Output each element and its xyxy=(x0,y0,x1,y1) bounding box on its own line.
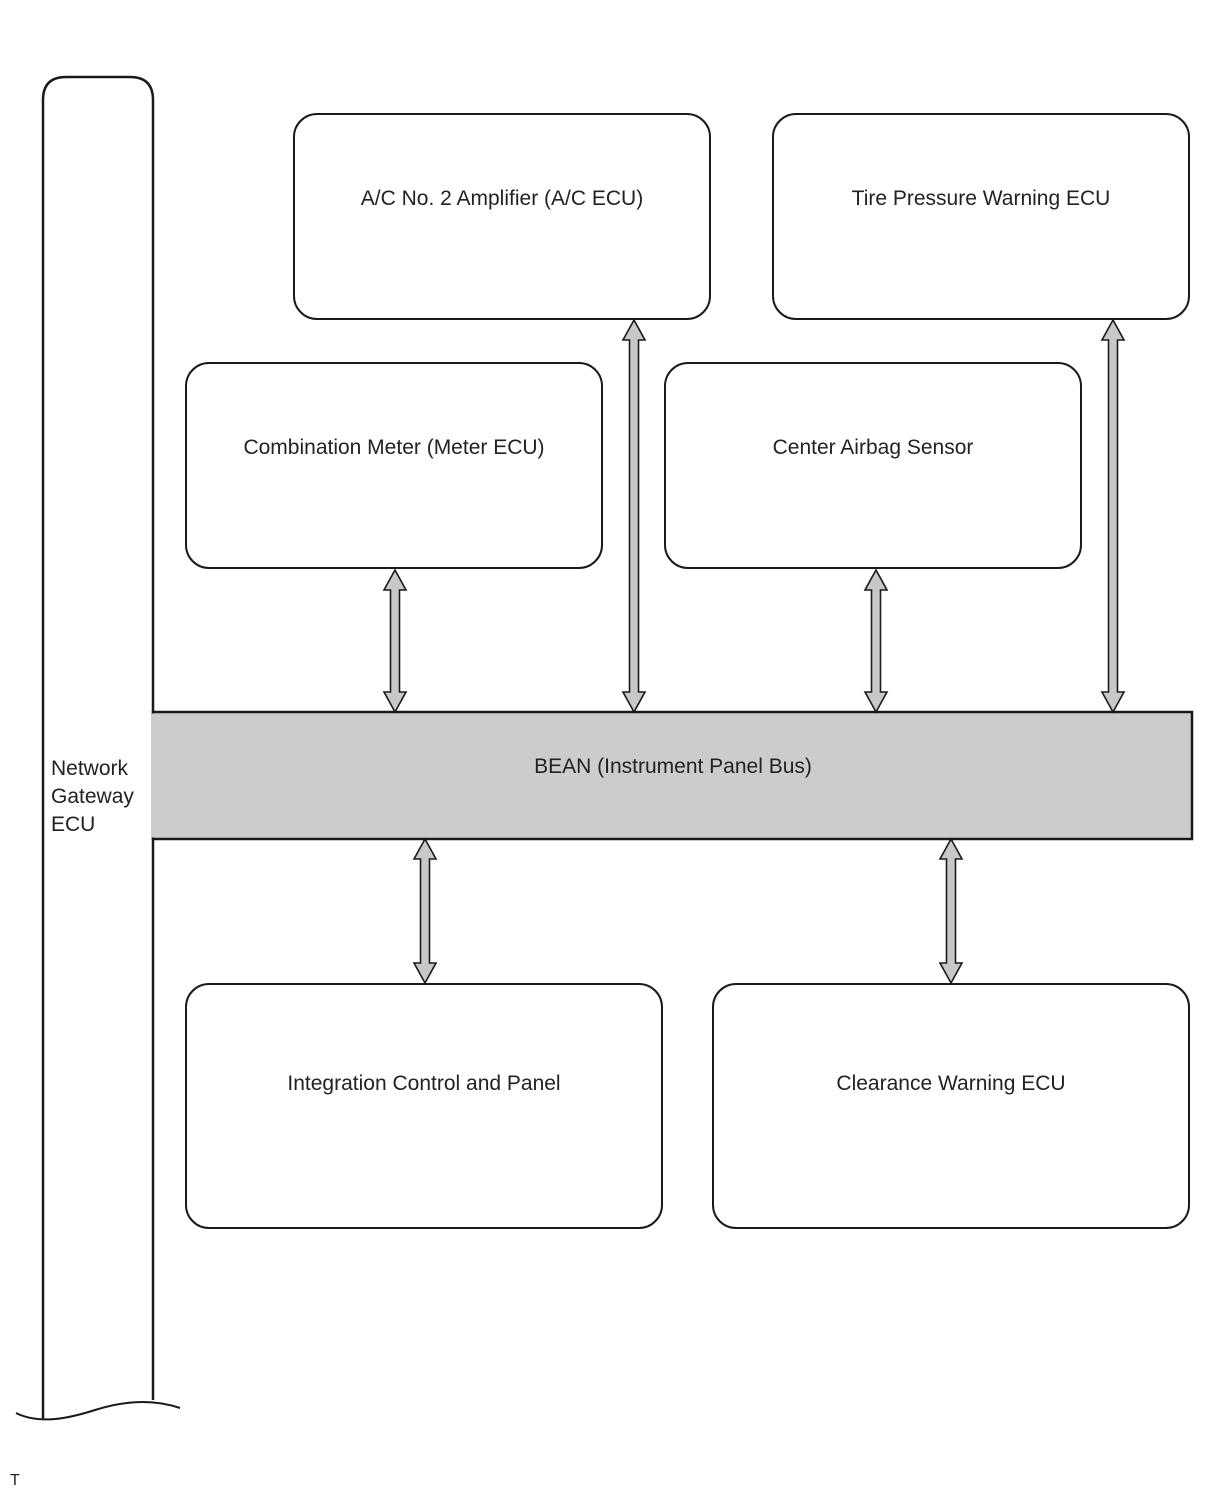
connector-integration-control xyxy=(412,837,438,985)
connector-combination-meter xyxy=(382,568,408,714)
ac-amplifier-box[interactable]: A/C No. 2 Amplifier (A/C ECU) xyxy=(293,113,711,320)
center-airbag-box[interactable]: Center Airbag Sensor xyxy=(664,362,1082,569)
gateway-label-line: Network xyxy=(51,757,129,780)
footer-mark: T xyxy=(10,1472,20,1489)
gateway-ecu-label: Network Gateway ECU xyxy=(51,755,134,839)
integration-control-box[interactable]: Integration Control and Panel xyxy=(185,983,663,1229)
clearance-warning-label: Clearance Warning ECU xyxy=(836,1072,1066,1095)
connector-clearance-warning xyxy=(938,837,964,985)
bean-bus-label: BEAN (Instrument Panel Bus) xyxy=(534,755,812,778)
integration-control-label: Integration Control and Panel xyxy=(287,1072,561,1095)
combination-meter-box[interactable]: Combination Meter (Meter ECU) xyxy=(185,362,603,569)
tire-pressure-box[interactable]: Tire Pressure Warning ECU xyxy=(772,113,1190,320)
gateway-ecu-bar xyxy=(41,75,155,1420)
combination-meter-label: Combination Meter (Meter ECU) xyxy=(243,436,545,459)
connector-tire-pressure xyxy=(1100,318,1126,714)
center-airbag-label: Center Airbag Sensor xyxy=(772,436,974,459)
gateway-label-line: Gateway xyxy=(51,785,134,808)
clearance-warning-box[interactable]: Clearance Warning ECU xyxy=(712,983,1190,1229)
gateway-label-line: ECU xyxy=(51,813,96,836)
connector-center-airbag xyxy=(863,568,889,714)
ac-amplifier-label: A/C No. 2 Amplifier (A/C ECU) xyxy=(360,187,644,210)
connector-ac-amplifier xyxy=(621,318,647,714)
gateway-break-wave xyxy=(15,1401,181,1421)
tire-pressure-label: Tire Pressure Warning ECU xyxy=(851,187,1111,210)
